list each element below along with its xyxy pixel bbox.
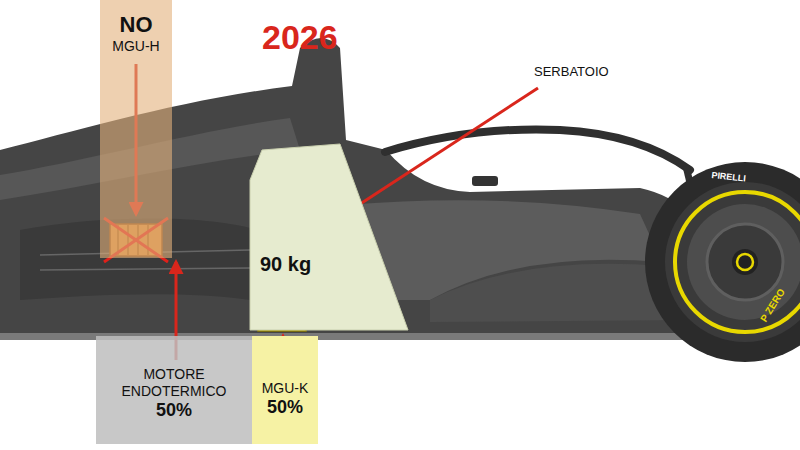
tank-outline [248,140,410,332]
part-label: SERBATOIO [534,64,609,79]
node-value: MGU-H [101,38,171,55]
diagram-title: 2026 [262,18,338,57]
component-band: NOMGU-H [100,0,172,258]
node-heading: MOTORE ENDOTERMICO [113,366,235,400]
halo [385,129,690,170]
node-value: 50% [114,400,234,422]
mirror [472,176,498,186]
tank-shape [250,144,408,330]
front-wheel [645,162,800,362]
node-heading: MGU-K [253,380,317,397]
node-value: 50% [253,397,317,419]
label-box: MOTORE ENDOTERMICO50% [96,336,252,444]
node-heading: 90 kg [260,252,340,276]
fuel-tank: 90 kg [248,140,410,332]
label-box: MGU-K50% [252,336,318,444]
node-heading: NO [101,12,171,38]
